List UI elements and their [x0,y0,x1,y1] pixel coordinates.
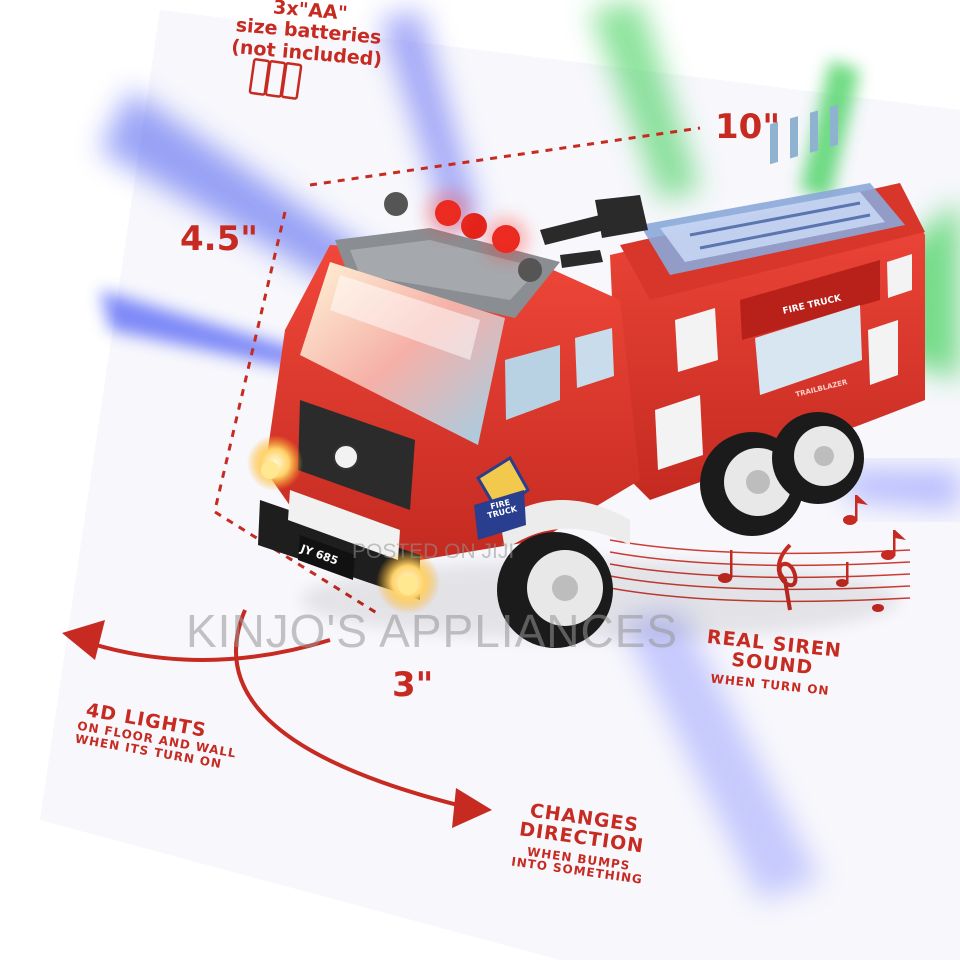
battery-icon [248,58,303,100]
dimension-lines [213,126,701,617]
length-label: 10" [715,107,781,147]
light-beams [100,0,960,900]
watermark-posted: POSTED ON JIJI [352,540,515,563]
width-label: 3" [392,665,434,705]
watermark-seller: KINJO'S APPLIANCES [186,605,679,657]
height-label: 4.5" [180,219,258,259]
fire-truck-toy [247,104,925,648]
direction-arrows [79,609,471,810]
